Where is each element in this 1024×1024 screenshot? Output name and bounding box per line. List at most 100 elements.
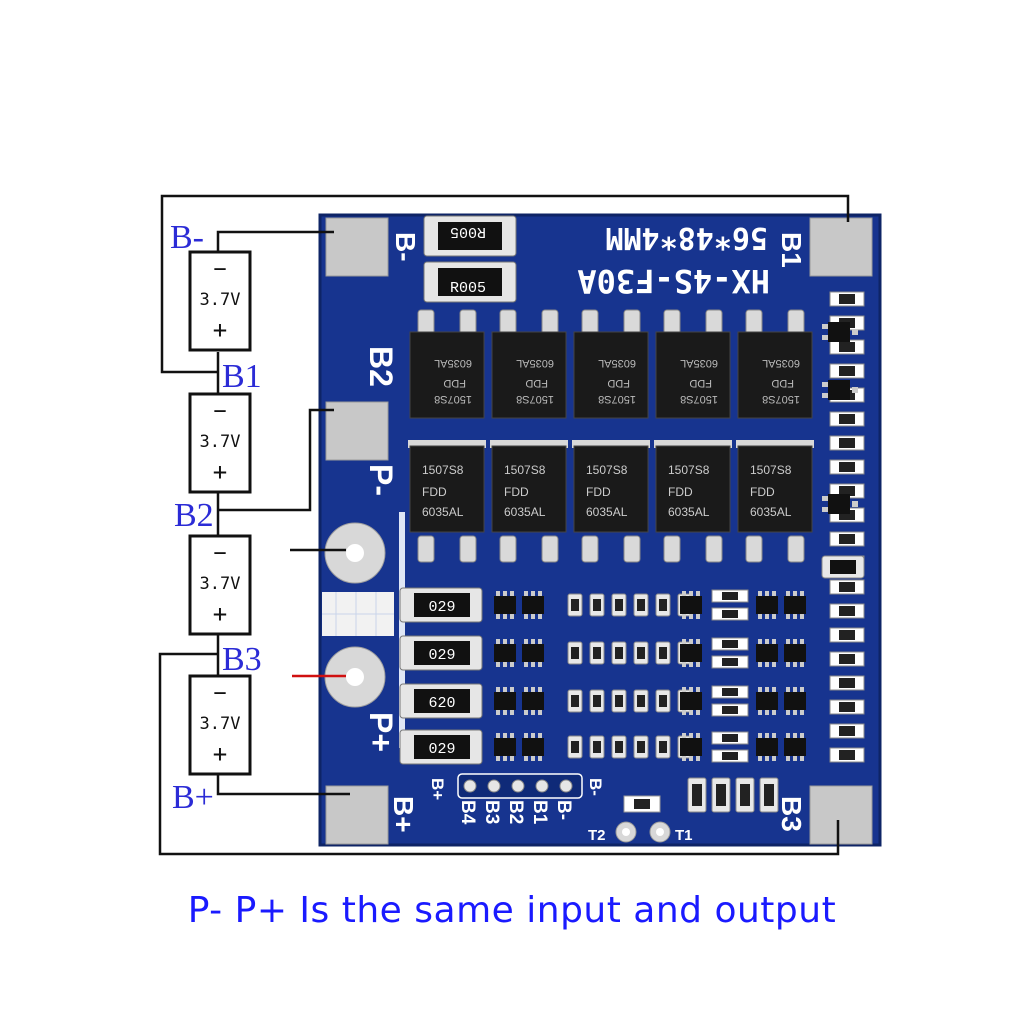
svg-text:1507S8: 1507S8	[750, 463, 792, 477]
shunt-resistor-1: R005	[423, 215, 517, 257]
svg-text:FDD: FDD	[771, 377, 794, 389]
label-b-minus: B-	[170, 219, 204, 256]
wire-b1	[160, 194, 850, 374]
pad-b-minus	[325, 217, 389, 277]
battery-minus-sign: −	[213, 541, 226, 566]
label-t1: T1	[675, 827, 693, 844]
svg-text:FDD: FDD	[443, 377, 466, 389]
pad-b2	[325, 401, 389, 461]
balance-resistor-code: 029	[428, 599, 455, 616]
battery-1: −3.7V+	[188, 250, 252, 352]
battery-minus-sign: −	[213, 681, 226, 706]
battery-4: −3.7V+	[188, 674, 252, 776]
pcb-model-text: HX-4S-F30A	[577, 262, 770, 300]
balance-row-1: 029	[399, 587, 806, 623]
svg-text:1507S8: 1507S8	[504, 463, 546, 477]
svg-text:1507S8: 1507S8	[422, 463, 464, 477]
wire-b-minus	[216, 230, 334, 252]
svg-text:1507S8: 1507S8	[434, 393, 472, 405]
pcb-size-text: 56*48*4MM	[605, 220, 768, 255]
header-pin	[511, 779, 525, 793]
svg-text:1507S8: 1507S8	[668, 463, 710, 477]
balance-resistor-code: 620	[428, 695, 455, 712]
svg-text:6035AL: 6035AL	[504, 505, 546, 519]
header-pin-label: B4	[457, 800, 478, 825]
pcb-label-b1: B1	[776, 232, 807, 268]
balance-resistor-rows: 029 029 620 029	[399, 587, 806, 765]
pcb-label-b3: B3	[776, 796, 807, 832]
header-pin	[487, 779, 501, 793]
battery-minus-sign: −	[213, 257, 226, 282]
header-label-bminus: B-	[586, 778, 605, 796]
svg-text:FDD: FDD	[525, 377, 548, 389]
wire-b-plus	[216, 772, 350, 796]
svg-text:6035AL: 6035AL	[516, 357, 554, 369]
label-b3: B3	[222, 641, 262, 678]
svg-text:6035AL: 6035AL	[750, 505, 792, 519]
wiring	[158, 194, 850, 856]
mosfet-row-top: 1507S8 FDD 6035AL 1507S8 FDD 6035AL 1507S8 FDD 6…	[409, 309, 813, 419]
svg-text:6035AL: 6035AL	[434, 357, 472, 369]
balance-row-2: 029	[399, 635, 806, 671]
balance-resistor-code: 029	[428, 741, 455, 758]
svg-text:FDD: FDD	[586, 485, 611, 499]
pad-b-plus	[325, 785, 389, 845]
header-pin-label: B3	[481, 800, 502, 824]
label-t2: T2	[588, 827, 606, 844]
header-pin-label: B-	[553, 800, 574, 820]
svg-text:FDD: FDD	[668, 485, 693, 499]
header-pin-label: B2	[505, 800, 526, 824]
svg-text:6035AL: 6035AL	[598, 357, 636, 369]
battery-plus-sign: +	[213, 740, 227, 768]
pcb-label-p-minus: P-	[363, 464, 399, 496]
svg-text:FDD: FDD	[689, 377, 712, 389]
svg-text:6035AL: 6035AL	[762, 357, 800, 369]
balance-row-3: 620	[399, 683, 806, 719]
label-b2: B2	[174, 497, 214, 534]
svg-text:R005: R005	[450, 280, 486, 297]
label-b-plus: B+	[172, 779, 214, 816]
header-pin	[535, 779, 549, 793]
pcb-board: B- B1 B2 P- P+ B+ B3 56*48*4MM HX-4S-F30…	[318, 213, 882, 847]
wire-b3	[158, 652, 840, 856]
caption: P- P+ Is the same input and output	[187, 890, 837, 931]
battery-plus-sign: +	[213, 316, 227, 344]
mosfet-top-1: 1507S8 FDD 6035AL	[409, 309, 485, 419]
battery-2: − 3.7V +	[188, 392, 252, 494]
mosfet-top-4: 1507S8 FDD 6035AL	[655, 309, 731, 419]
pcb-label-b-plus: B+	[388, 796, 419, 833]
pad-b3	[809, 785, 873, 845]
battery-voltage: 3.7V	[200, 574, 241, 594]
battery-voltage: 3.7V	[200, 432, 241, 452]
header-pin	[463, 779, 477, 793]
svg-text:1507S8: 1507S8	[762, 393, 800, 405]
battery-minus-sign: −	[213, 399, 226, 424]
mosfet-top-5: 1507S8 FDD 6035AL	[737, 309, 813, 419]
svg-text:1507S8: 1507S8	[680, 393, 718, 405]
svg-text:1507S8: 1507S8	[586, 463, 628, 477]
battery-plus-sign: +	[213, 458, 227, 486]
svg-text:FDD: FDD	[750, 485, 775, 499]
header-pin-label: B1	[529, 800, 550, 825]
label-b1: B1	[222, 358, 262, 395]
svg-text:1507S8: 1507S8	[598, 393, 636, 405]
svg-text:6035AL: 6035AL	[586, 505, 628, 519]
svg-text:R005: R005	[450, 223, 486, 240]
svg-text:6035AL: 6035AL	[422, 505, 464, 519]
battery-plus-sign: +	[213, 600, 227, 628]
battery-3: − 3.7V +	[188, 534, 252, 636]
pad-b1	[809, 217, 873, 277]
pcb-label-p-plus: P+	[363, 712, 399, 752]
svg-text:FDD: FDD	[504, 485, 529, 499]
svg-text:FDD: FDD	[422, 485, 447, 499]
svg-text:6035AL: 6035AL	[680, 357, 718, 369]
pcb-label-b-minus: B-	[390, 232, 421, 262]
balance-resistor-code: 029	[428, 647, 455, 664]
